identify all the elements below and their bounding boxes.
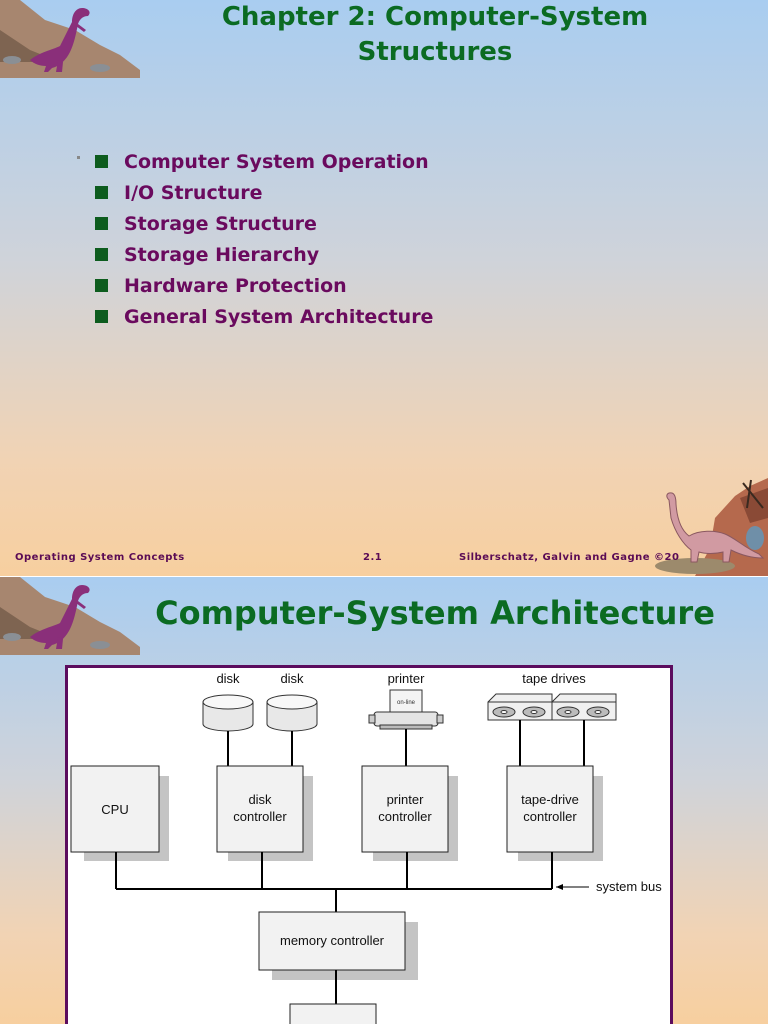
tape-drive-icon bbox=[487, 693, 553, 721]
bullet-square-icon bbox=[95, 279, 108, 292]
disk-icon bbox=[266, 694, 318, 732]
bullet-square-icon bbox=[95, 248, 108, 261]
bullet-square-icon bbox=[95, 217, 108, 230]
footer-copyright: Silberschatz, Galvin and Gagne ©20 bbox=[459, 552, 680, 563]
bullet-square-icon bbox=[95, 186, 108, 199]
footer-course-title: Operating System Concepts bbox=[15, 552, 185, 563]
topic-item: Storage Hierarchy bbox=[93, 241, 433, 272]
topic-item: Computer System Operation bbox=[93, 148, 433, 179]
topic-label: Computer System Operation bbox=[124, 151, 429, 173]
topic-label: I/O Structure bbox=[124, 182, 263, 204]
footer-page-number: 2.1 bbox=[363, 552, 383, 563]
tape-drive-icon bbox=[551, 693, 617, 721]
dinosaur-corner-illustration bbox=[0, 577, 140, 655]
brontosaurus-illustration bbox=[655, 478, 768, 576]
printer-label: printer bbox=[388, 671, 426, 686]
topic-item: Storage Structure bbox=[93, 210, 433, 241]
bullet-square-icon bbox=[95, 155, 108, 168]
architecture-diagram-svg: disk disk printer tape drives on-line bbox=[70, 671, 662, 1024]
printer-controller-box bbox=[361, 765, 449, 853]
architecture-diagram: disk disk printer tape drives on-line bbox=[65, 665, 673, 1024]
topic-label: Storage Hierarchy bbox=[124, 244, 320, 266]
topic-label: Hardware Protection bbox=[124, 275, 347, 297]
topic-label: General System Architecture bbox=[124, 306, 434, 328]
tape-drive-controller-label-2: controller bbox=[523, 809, 577, 824]
topic-label: Storage Structure bbox=[124, 213, 317, 235]
disk-controller-label-2: controller bbox=[233, 809, 287, 824]
slide-computer-system-architecture: Computer-System Architecture disk disk p… bbox=[0, 577, 768, 1024]
printer-icon: on-line bbox=[368, 689, 444, 730]
topic-item: General System Architecture bbox=[93, 303, 433, 334]
slide-title: Computer-System Architecture bbox=[155, 594, 715, 632]
slide-title-line-1: Chapter 2: Computer-System bbox=[221, 2, 649, 32]
dinosaur-corner-illustration bbox=[0, 0, 140, 78]
stray-dot bbox=[77, 156, 80, 159]
memory-controller-box bbox=[258, 911, 406, 971]
printer-controller-label-1: printer bbox=[387, 792, 425, 807]
system-bus-label: system bus bbox=[596, 879, 662, 894]
tape-drive-controller-label-1: tape-drive bbox=[521, 792, 579, 807]
topic-item: Hardware Protection bbox=[93, 272, 433, 303]
tape-drive-controller-box bbox=[506, 765, 594, 853]
disk-icon bbox=[202, 694, 254, 732]
disk-controller-box bbox=[216, 765, 304, 853]
slide-title-line-2: Structures bbox=[357, 37, 513, 67]
disk-controller-label-1: disk bbox=[248, 792, 272, 807]
cpu-box bbox=[70, 765, 160, 853]
slide-title: Chapter 2: Computer-System Structures bbox=[150, 0, 720, 70]
system-bus bbox=[115, 852, 553, 912]
memory-controller-label: memory controller bbox=[280, 933, 385, 948]
cpu-label: CPU bbox=[101, 802, 128, 817]
device-connectors bbox=[227, 720, 585, 766]
printer-panel-label: on-line bbox=[397, 700, 416, 706]
slide-chapter-2-title: Chapter 2: Computer-System Structures Co… bbox=[0, 0, 768, 576]
disk-label-2: disk bbox=[280, 671, 304, 686]
topic-list: Computer System Operation I/O Structure … bbox=[93, 148, 433, 334]
arrow-head-icon bbox=[556, 884, 563, 890]
bullet-square-icon bbox=[95, 310, 108, 323]
topic-item: I/O Structure bbox=[93, 179, 433, 210]
disk-label-1: disk bbox=[216, 671, 240, 686]
memory-box bbox=[289, 1003, 377, 1024]
tape-drives-label: tape drives bbox=[522, 671, 586, 686]
printer-controller-label-2: controller bbox=[378, 809, 432, 824]
